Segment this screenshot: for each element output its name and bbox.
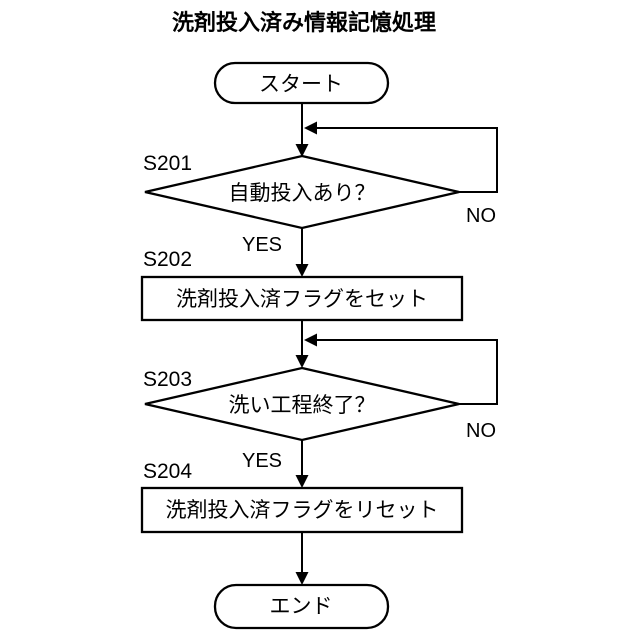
connector-s203-no-loop <box>317 339 498 405</box>
end-label: エンド <box>270 595 333 618</box>
decision-s203 <box>144 366 460 442</box>
end-terminal <box>213 583 390 630</box>
decision-s201 <box>144 154 460 230</box>
arrowhead-into-s201 <box>295 144 309 157</box>
step-id-s201: S201 <box>143 152 192 175</box>
decision-s201-label: 自動投入あり？ <box>229 182 376 205</box>
decision-s203-label: 洗い工程終了？ <box>229 394 376 417</box>
page-title: 洗剤投入済み情報記憶処理 <box>172 10 436 35</box>
start-terminal <box>213 61 390 105</box>
arrowhead-into-s204 <box>295 475 309 488</box>
branch-yes-s203: YES <box>242 450 282 472</box>
arrowhead-into-s203 <box>295 355 309 368</box>
arrowhead-s201-no-loop <box>304 121 317 135</box>
process-s204-label: 洗剤投入済フラグをリセット <box>166 499 439 522</box>
step-id-s202: S202 <box>143 248 192 271</box>
step-id-s203: S203 <box>143 368 192 391</box>
step-id-s204: S204 <box>143 460 192 483</box>
start-label: スタート <box>259 73 343 96</box>
branch-no-s203: NO <box>466 420 496 442</box>
process-s204 <box>140 486 464 534</box>
process-s202-label: 洗剤投入済フラグをセット <box>176 288 428 311</box>
arrowhead-into-end <box>295 572 309 585</box>
branch-yes-s201: YES <box>242 234 282 256</box>
branch-no-s201: NO <box>466 205 496 227</box>
arrowhead-into-s202 <box>295 264 309 277</box>
arrowhead-s203-no-loop <box>304 333 317 347</box>
process-s202 <box>140 275 464 322</box>
connector-s201-no-loop <box>317 127 498 193</box>
